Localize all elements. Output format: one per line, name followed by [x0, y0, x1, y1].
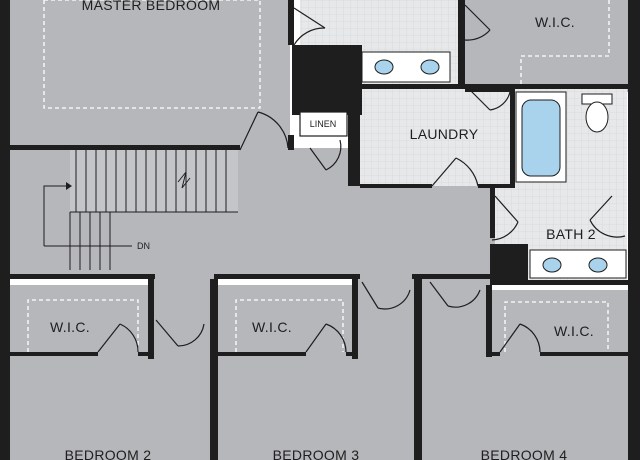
bed3-wic-door: [305, 323, 347, 353]
bed2-wic-dash: [27, 299, 139, 352]
bath2-label: BATH 2: [546, 226, 596, 242]
bedroom2-wic-area: [10, 285, 152, 357]
stair-tile: [70, 150, 238, 212]
bedroom2-wic-label: W.I.C.: [50, 319, 90, 335]
bath2-south-wall: [490, 280, 628, 285]
linen-box: [299, 111, 348, 137]
master-bath-east-wall: [458, 0, 465, 88]
master-sink-right: [420, 59, 440, 75]
bed4-door: [429, 281, 481, 308]
bath2-sink-right: [588, 257, 608, 273]
bed2-bed3-divider: [210, 279, 218, 460]
bath-north-wall: [360, 84, 628, 89]
bedroom4-label: BEDROOM 4: [481, 447, 568, 460]
bedroom4-entry-area: [421, 278, 490, 357]
stair-lower-run: [69, 211, 238, 270]
bedroom3-label: BEDROOM 3: [273, 447, 360, 460]
master-bedroom-area: [10, 0, 290, 148]
bed4-wic-south-wall-a: [490, 352, 500, 356]
bed4-wic-dash: [504, 301, 609, 352]
laundry-south-wall-b: [478, 184, 514, 188]
stair-arrow: [43, 185, 132, 247]
stair-break: [177, 171, 191, 189]
stair-arrowhead: [66, 182, 72, 190]
master-wic-door: [464, 4, 491, 41]
bedroom2-label: BEDROOM 2: [65, 447, 152, 460]
bed2-wic-door: [97, 323, 139, 353]
bedrooms-north-wall-b: [214, 274, 360, 279]
master-sink-left: [374, 59, 394, 75]
linen-door: [309, 139, 342, 171]
bath2-closet: [490, 244, 528, 284]
master-wic-dash: [520, 0, 610, 86]
bedroom3-wic-label: W.I.C.: [252, 319, 292, 335]
bed3-door: [361, 281, 411, 310]
bed3-wic-south-wall-b: [346, 352, 356, 356]
bed2-door: [155, 319, 205, 347]
master-ceiling-dash: [43, 0, 261, 109]
west-wall: [0, 0, 10, 460]
master-wic-bottom-wall: [465, 88, 515, 92]
bed4-wic-door: [499, 323, 541, 353]
master-bath-door: [293, 7, 326, 46]
laundry-south-wall: [360, 184, 432, 188]
bed3-wic-dash: [235, 299, 344, 352]
stairs-dn-label: DN: [137, 241, 150, 251]
doors: [97, 4, 626, 353]
hall-connector-2-3: [152, 278, 218, 357]
laundry-label: LAUNDRY: [410, 126, 479, 142]
bedroom3-area: [218, 355, 414, 460]
toilet-bowl: [585, 101, 609, 133]
bed4-wic-south-wall-b: [540, 352, 628, 356]
bedrooms-north-wall-a: [10, 274, 155, 279]
stairs: DN: [43, 150, 238, 270]
laundry-door: [431, 157, 479, 187]
laundry-east-wall: [510, 88, 515, 188]
bed3-bed4-divider: [414, 279, 422, 460]
bed2-wic-south-wall-a: [10, 352, 98, 356]
bath2-door: [491, 195, 519, 241]
bed3-wic-east-wall: [352, 279, 358, 359]
dashed-lines: [27, 0, 610, 352]
bedroom2-area: [10, 355, 210, 460]
bed3-wic-south-wall-a: [218, 352, 306, 356]
bath2-west-wall-a: [490, 188, 495, 238]
linen-label: LINEN: [310, 119, 337, 129]
bedroom4-wic-label: W.I.C.: [554, 323, 594, 339]
master-wic-label: W.I.C.: [535, 14, 575, 30]
master-bedroom-label: MASTER BEDROOM: [82, 0, 221, 13]
hall-connector-3-4: [356, 278, 421, 357]
bedroom4-area: [421, 355, 631, 460]
master-south-wall-a: [10, 145, 240, 150]
bedrooms-north-wall-c: [412, 274, 490, 279]
fixtures: [361, 51, 627, 279]
master-east-wall: [288, 0, 294, 45]
bath2-tub-basin: [521, 99, 561, 177]
bedroom3-wic-area: [218, 285, 356, 357]
bed2-wic-east-wall: [148, 279, 154, 359]
stair-treads: [75, 150, 227, 212]
master-door: [239, 111, 289, 151]
bed4-wic-west-wall: [486, 285, 492, 357]
bath2-sink-left: [542, 257, 562, 273]
laundry-west-wall: [348, 88, 360, 186]
laundry-bath-door: [469, 89, 511, 111]
master-wic-area: [465, 0, 628, 92]
master-east-wall-b: [288, 135, 294, 150]
bath2-door-b: [589, 195, 626, 238]
room-labels: MASTER BEDROOM W.I.C. LINEN LAUNDRY BATH…: [50, 0, 596, 460]
east-wall: [628, 0, 640, 460]
bed2-wic-south-wall-b: [138, 352, 152, 356]
